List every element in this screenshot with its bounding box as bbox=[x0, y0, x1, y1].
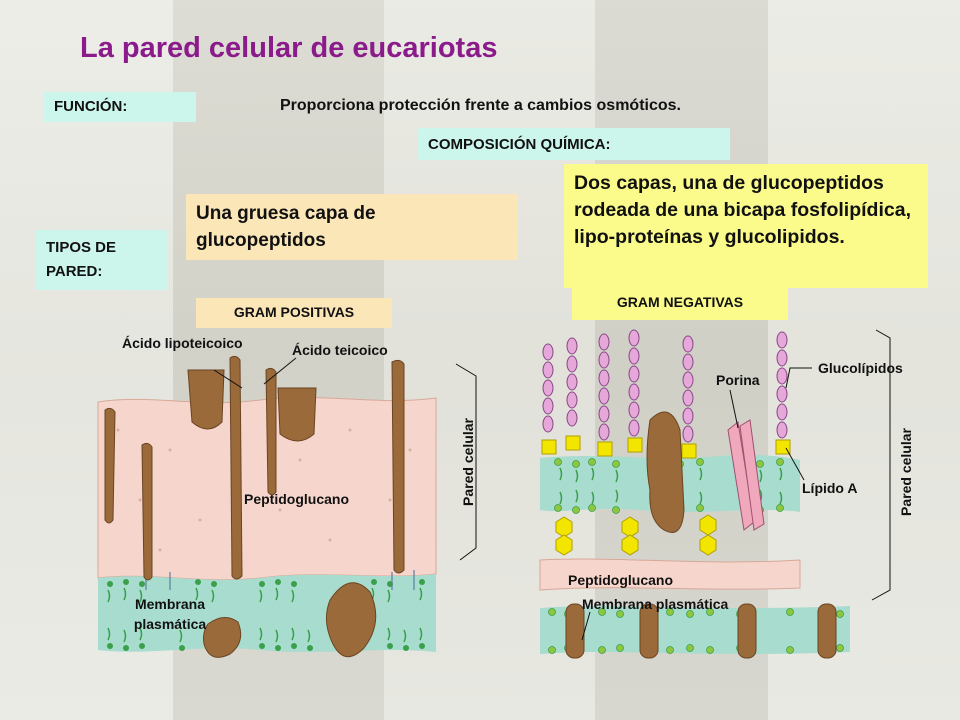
lipido-a-label: Lípido A bbox=[802, 480, 858, 496]
membrana-positivas-label: Membrana plasmática bbox=[133, 596, 207, 632]
gram-positivas-label: GRAM POSITIVAS bbox=[196, 298, 392, 328]
gram-negativas-label: GRAM NEGATIVAS bbox=[572, 288, 788, 320]
lipoprotein-hexagons bbox=[555, 514, 717, 556]
lipid-a-squares bbox=[541, 435, 791, 459]
porina-label: Porina bbox=[716, 372, 760, 388]
pared-celular-bracket-positivas bbox=[455, 363, 477, 561]
pared-celular-negativas-label: Pared celular bbox=[898, 428, 914, 516]
glucolipidos-label: Glucolípidos bbox=[818, 360, 903, 376]
inner-membrane bbox=[540, 606, 850, 654]
glycolipid-chains bbox=[542, 329, 788, 443]
gram-negativas-description: Dos capas, una de glucopeptidos rodeada … bbox=[564, 164, 928, 288]
membrane-proteins bbox=[565, 411, 837, 659]
funcion-label: FUNCIÓN: bbox=[44, 92, 196, 122]
pared-celular-bracket-negativas bbox=[871, 329, 891, 601]
composicion-label: COMPOSICIÓN QUÍMICA: bbox=[418, 128, 730, 160]
page-title: La pared celular de eucariotas bbox=[80, 32, 498, 64]
periplasm-peptidoglycan bbox=[539, 558, 801, 591]
peptidoglucano-positivas-label: Peptidoglucano bbox=[244, 491, 349, 507]
porin bbox=[727, 419, 765, 531]
membrana-negativas-label: Membrana plasmática bbox=[582, 596, 729, 612]
peptidoglucano-negativas-label: Peptidoglucano bbox=[568, 572, 673, 588]
funcion-text: Proporciona protección frente a cambios … bbox=[280, 97, 681, 114]
gram-positivas-description: Una gruesa capa de glucopeptidos bbox=[186, 194, 518, 260]
tipos-de-pared-label: TIPOS DE PARED: bbox=[36, 230, 168, 290]
acido-lipoteicoico-label: Ácido lipoteicoico bbox=[122, 335, 243, 351]
acido-teicoico-label: Ácido teicoico bbox=[292, 342, 388, 358]
teichoic-acids bbox=[104, 355, 405, 658]
